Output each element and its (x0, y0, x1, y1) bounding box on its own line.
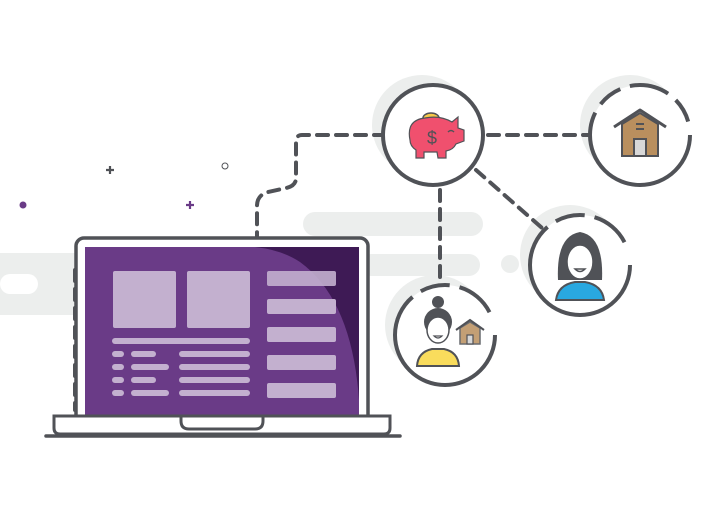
house-node (588, 83, 692, 187)
decorations (19, 162, 229, 209)
laptop-notch (179, 416, 265, 431)
plus-icon (186, 201, 194, 209)
house-icon (613, 108, 667, 157)
small-circle-icon (221, 162, 229, 170)
plus-icon (106, 166, 114, 174)
laptop-base (52, 414, 392, 436)
dot-icon (19, 201, 27, 209)
piggy-bank-icon: $ (408, 112, 465, 159)
piggy-bank-node: $ (381, 83, 485, 187)
avatar-woman-home-icon (415, 296, 485, 367)
laptop (44, 236, 402, 438)
woman-blue-node (528, 213, 632, 317)
avatar-woman-icon (554, 232, 606, 301)
screen-content (112, 271, 336, 398)
woman-yellow-node (393, 283, 497, 387)
svg-text:$: $ (427, 128, 437, 148)
